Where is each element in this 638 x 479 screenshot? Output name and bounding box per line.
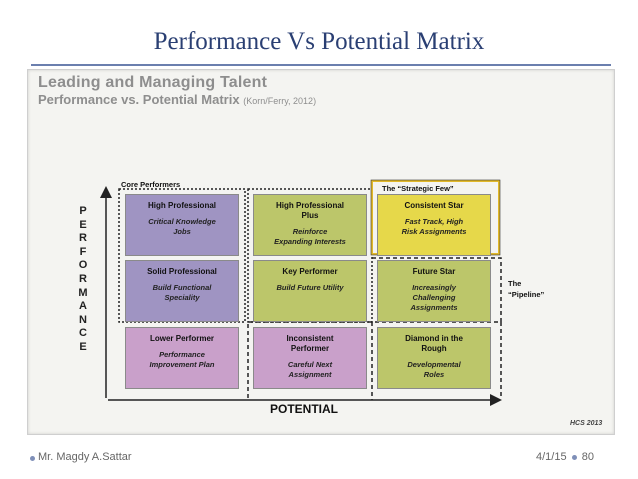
matrix-cell-action: Reinforce Expanding Interests [274, 227, 346, 246]
matrix-cell-title: Key Performer [282, 267, 338, 276]
footer-page-number: 80 [581, 451, 594, 463]
figure-subheading-citation: (Korn/Ferry, 2012) [243, 96, 317, 106]
footer-date: 4/1/15 [536, 451, 567, 463]
performance-axis-letter: C [79, 327, 87, 340]
matrix-cell-action: Build Future Utility [276, 283, 344, 292]
performance-axis-letter: M [78, 286, 88, 299]
performance-axis-letter: R [79, 273, 87, 285]
performance-axis-letter: E [79, 341, 87, 353]
middle-column-frame [247, 188, 373, 323]
performance-axis-letter: F [79, 245, 87, 258]
footer-bullet-right [571, 454, 577, 460]
matrix-cell-action: Build Functional Speciality [152, 283, 212, 302]
matrix-cell-title: Future Star [412, 267, 456, 276]
slide-title: Performance Vs Potential Matrix [153, 28, 485, 55]
matrix-cell-title: Consistent Star [404, 201, 464, 210]
figure-credit: HCS 2013 [570, 420, 603, 427]
performance-axis-letter: N [79, 313, 87, 326]
potential-axis-label: POTENTIAL [270, 402, 338, 416]
matrix-cell-title: High Professional [147, 201, 216, 210]
core-performers-frame [118, 188, 246, 323]
core-performers-label: Core Performers [121, 180, 181, 189]
matrix-cell-title: High Professional Plus [275, 201, 344, 220]
matrix-cell-action: Increasingly Challenging Assignments [410, 283, 458, 312]
title-rule [31, 64, 611, 66]
performance-axis-letter: E [79, 218, 87, 231]
matrix-cell-action: Performance Improvement Plan [149, 350, 215, 369]
matrix-cell-action: Fast Track, High Risk Assignments [401, 217, 467, 236]
footer-bullet-left [30, 456, 35, 461]
footer-author: Mr. Magdy A.Sattar [38, 451, 132, 463]
performance-axis-letter: O [78, 259, 88, 272]
performance-axis-letter: R [79, 232, 87, 245]
pipeline-frame-right [371, 322, 502, 400]
matrix-cell-title: Inconsistent Performer [286, 334, 334, 353]
performance-axis-letter: A [79, 300, 87, 313]
matrix-cell-action: Critical Knowledge Jobs [148, 217, 216, 236]
matrix-cell-title: Diamond in the Rough [405, 334, 463, 353]
matrix-cell-title: Solid Professional [147, 267, 217, 276]
matrix-cell-action: Developmental Roles [407, 360, 461, 379]
figure-heading: Leading and Managing Talent [38, 74, 268, 91]
footer-date-page: 4/1/15 80 [536, 451, 594, 463]
performance-axis-letter: P [79, 205, 87, 217]
strategic-few-label: The “Strategic Few” [382, 184, 454, 193]
matrix-cell-action: Careful Next Assignment [287, 360, 333, 379]
figure-subheading-text: Performance vs. Potential Matrix [38, 92, 240, 107]
matrix-cell-title: Lower Performer [149, 334, 215, 343]
pipeline-label: The “Pipeline” [508, 279, 545, 299]
figure-subheading: Performance vs. Potential Matrix (Korn/F… [38, 92, 316, 107]
